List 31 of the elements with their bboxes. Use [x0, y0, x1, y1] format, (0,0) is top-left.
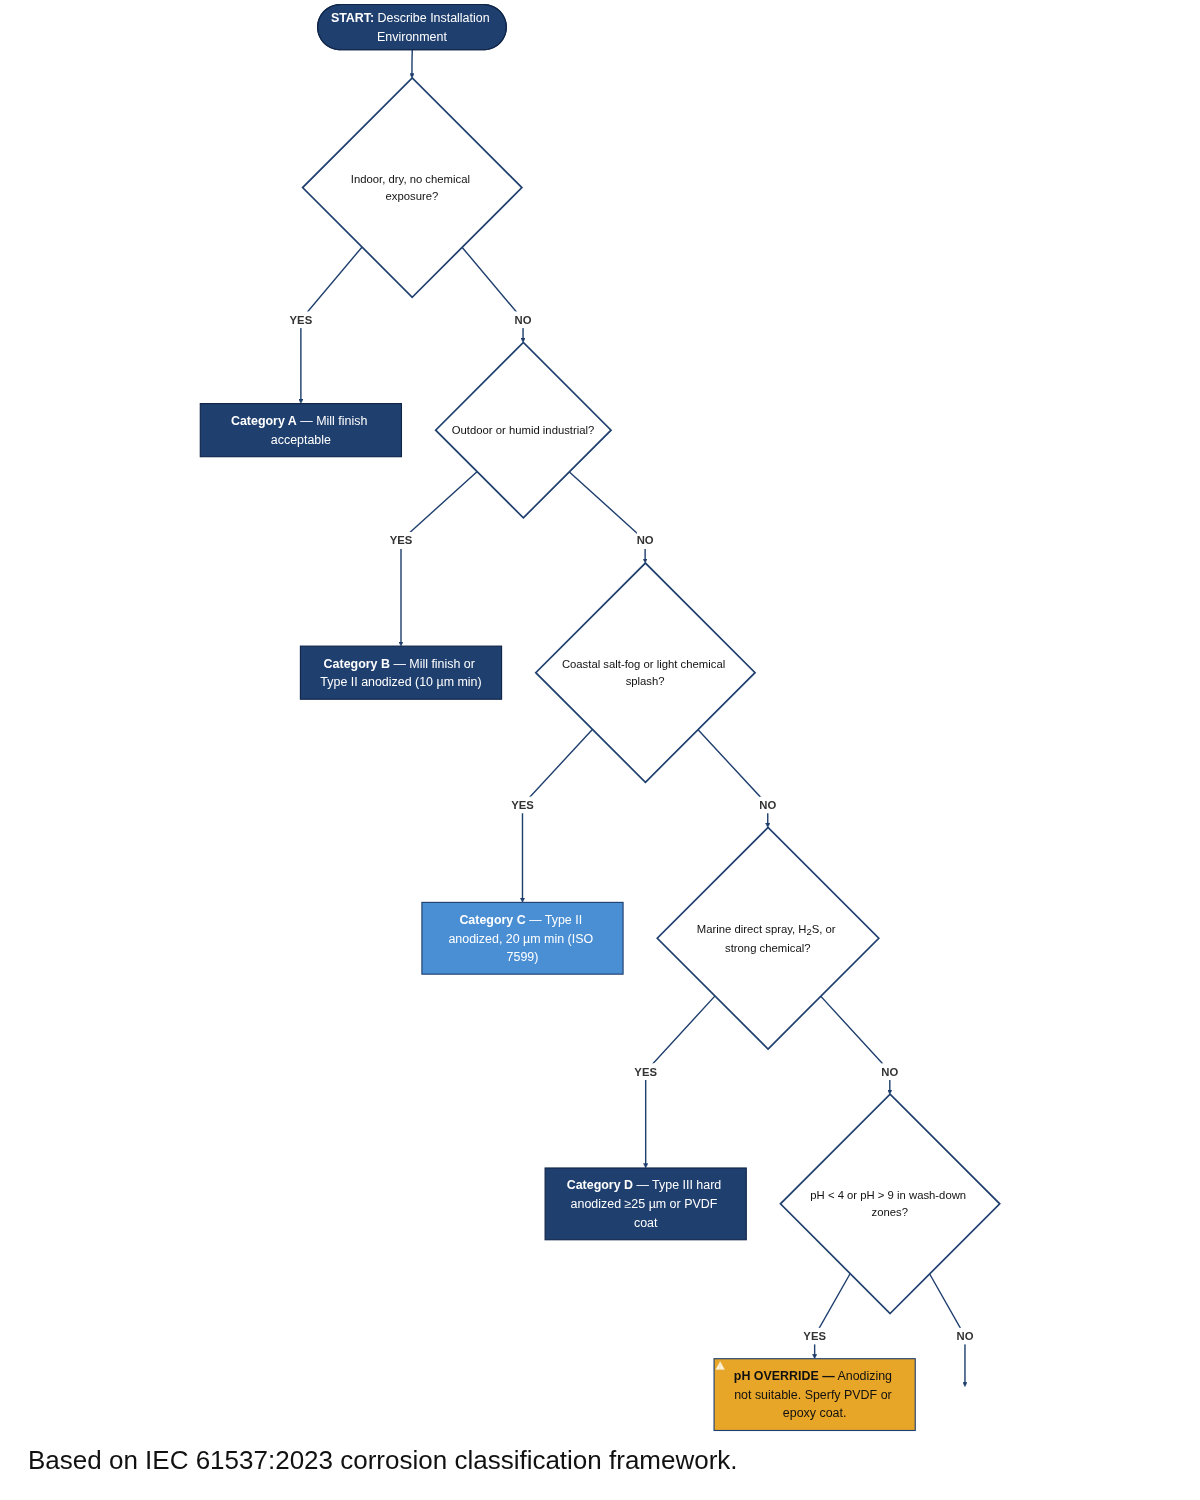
edge-label: YES — [803, 1329, 826, 1343]
edge-label: YES — [511, 798, 534, 812]
node-box: Category C — Type II anodized, 20 µm min (ISO 7599) — [421, 901, 624, 975]
edge-label: NO — [956, 1329, 974, 1343]
edge-label: NO — [514, 313, 532, 327]
node-diamond: Outdoor or humid industrial? — [434, 341, 613, 520]
arrow — [461, 246, 526, 343]
arrow — [398, 471, 478, 647]
node-box: Category D — Type III hard anodized ≥25 µm or PVDF coat — [544, 1167, 747, 1241]
node-box: Category B — Mill finish or Type II anodized (10 µm min) — [299, 645, 503, 700]
edge-label: YES — [389, 534, 413, 547]
caption: Based on IEC 61537:2023 corrosion classification framework. — [28, 1445, 738, 1476]
node-diamond: Indoor, dry, no chemical exposure? — [301, 76, 524, 299]
arrow — [409, 49, 415, 79]
node-diamond: Marine direct spray, H$_{2}$S, or strong chemical? — [656, 826, 880, 1051]
arrow — [643, 995, 716, 1169]
arrow — [568, 471, 648, 564]
edge-label: NO — [881, 1065, 899, 1078]
arrow — [298, 246, 363, 404]
arrow — [928, 1273, 968, 1387]
arrow — [812, 1273, 851, 1359]
edge-label: YES — [634, 1065, 657, 1078]
edge-label: NO — [636, 534, 654, 547]
edge-label: YES — [289, 313, 313, 327]
arrow — [819, 995, 893, 1095]
edge-label: NO — [759, 798, 777, 812]
node-diamond: pH < 4 or pH > 9 in wash-down zones? — [779, 1093, 1001, 1315]
arrow — [697, 728, 771, 828]
arrow — [520, 728, 594, 903]
node-box: Category A — Mill finish acceptable — [199, 403, 403, 458]
node-diamond: Coastal salt-fog or light chemical splash? — [534, 561, 757, 784]
